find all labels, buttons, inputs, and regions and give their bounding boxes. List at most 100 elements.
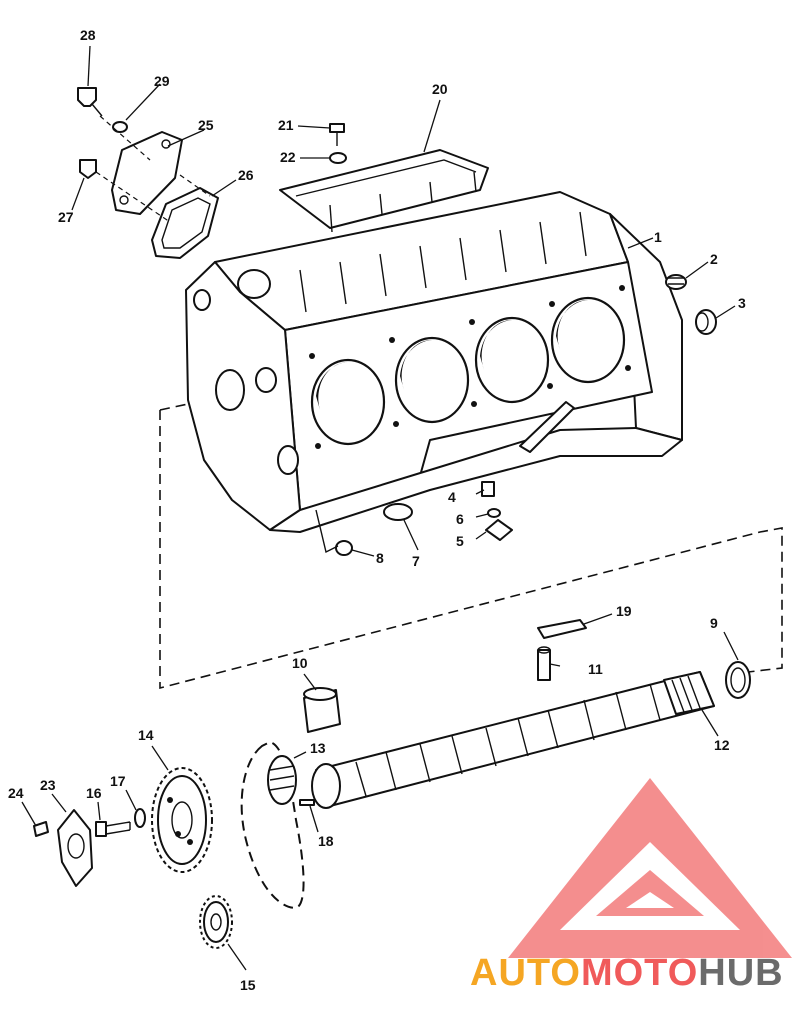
bolt-hole [389,337,395,343]
bolt-16 [95,821,131,837]
lifter-guide-group [279,123,489,233]
callout-2: 2 [710,251,718,267]
plug-2 [665,274,687,290]
front-boss-5 [193,289,211,311]
bolt-21 [329,123,345,133]
bearing-10 [303,687,341,733]
bolt-hole [315,443,321,449]
callout-8: 8 [376,550,384,566]
cam-drive-gear [663,671,715,715]
bolt-hole [547,383,553,389]
guide-leg-1 [329,204,333,233]
gasket-26 [151,187,219,259]
callout-7: 7 [412,553,420,569]
lifter-guide-20-ridge [295,159,477,197]
bolt-28 [77,87,97,107]
camshaft-group [33,619,751,949]
crank-gear-14 [151,767,213,873]
dowel-8-lead [315,509,339,554]
callout-27: 27 [58,209,74,225]
plate-25-hole [161,139,171,149]
fuel-pump-plate-group [77,87,219,259]
block-skirt [269,427,683,533]
front-boss-4 [277,445,299,475]
bolt-hole [469,319,475,325]
crank-sprocket-15 [199,895,233,949]
bolt-27 [79,159,97,179]
callout-14: 14 [138,727,154,743]
leader-lines [21,45,739,971]
bolt-hole [471,401,477,407]
dowel-18 [299,799,315,806]
callout-9: 9 [710,615,718,631]
watermark-hub: HUB [698,952,783,994]
callout-10: 10 [292,655,308,671]
front-boss-2 [215,369,245,411]
bolt-hole [549,301,555,307]
callout-21: 21 [278,117,294,133]
callout-28: 28 [80,27,96,43]
bolt-hole [625,365,631,371]
callout-18: 18 [318,833,334,849]
front-boss-1 [237,269,271,299]
washer-22 [329,152,347,164]
dash-26 [95,171,171,223]
washer-29 [112,121,128,133]
callout-12: 12 [714,737,730,753]
callout-1: 1 [654,229,662,245]
callout-25: 25 [198,117,214,133]
callout-16: 16 [86,785,102,801]
guide-leg-4 [473,171,477,193]
watermark-text: AUTOMOTOHUB [470,952,784,994]
gasket-26-inner [161,197,211,249]
callout-26: 26 [238,167,254,183]
o-ring-6 [487,508,501,518]
bolt-hole [309,353,315,359]
cylinder-bore-2 [394,336,470,424]
watermark-logo [508,778,792,958]
dipstick-tube [519,401,575,453]
bolt-24 [33,821,49,837]
callout-19: 19 [616,603,632,619]
engine-block-1 [185,191,717,556]
lifter-guide-20 [279,149,489,229]
cylinder-bore-3 [474,316,550,404]
washer-17 [134,808,146,828]
bushing-7 [383,503,413,521]
bearing-9 [725,661,751,699]
bolt-28-shank [91,103,103,117]
fitting-4 [481,481,495,497]
callout-17: 17 [110,773,126,789]
callout-24: 24 [8,785,24,801]
callout-labels: 1 2 3 4 5 6 7 8 9 10 11 12 13 14 15 16 1… [8,27,746,993]
block-ribs [299,211,587,313]
callout-15: 15 [240,977,256,993]
callout-22: 22 [280,149,296,165]
cam-sprocket-13 [267,755,297,805]
plate-25 [111,131,183,215]
dash-26b [179,174,211,197]
plate-25-hole2 [119,195,129,205]
cylinder-bore-4 [550,296,626,384]
bolt-hole [393,421,399,427]
callout-29: 29 [154,73,170,89]
dash-25 [99,115,151,161]
cup-plug-3 [695,309,717,335]
front-boss-3 [255,367,277,393]
callout-5: 5 [456,533,464,549]
watermark-moto: MOTO [581,952,698,994]
callout-11: 11 [588,661,603,677]
guide-leg-3 [429,181,433,203]
callout-20: 20 [432,81,448,97]
lifter-guide-19 [537,619,587,639]
camshaft-front-journal [311,763,341,809]
bolt-hole [619,285,625,291]
cylinder-bore-1 [310,358,386,446]
cam-drive-gear-teeth [671,675,701,713]
guide-leg-2 [379,193,383,215]
callout-4: 4 [448,489,456,505]
cam-lobes [355,683,661,797]
callout-23: 23 [40,777,56,793]
head-bolt-holes [309,285,631,449]
